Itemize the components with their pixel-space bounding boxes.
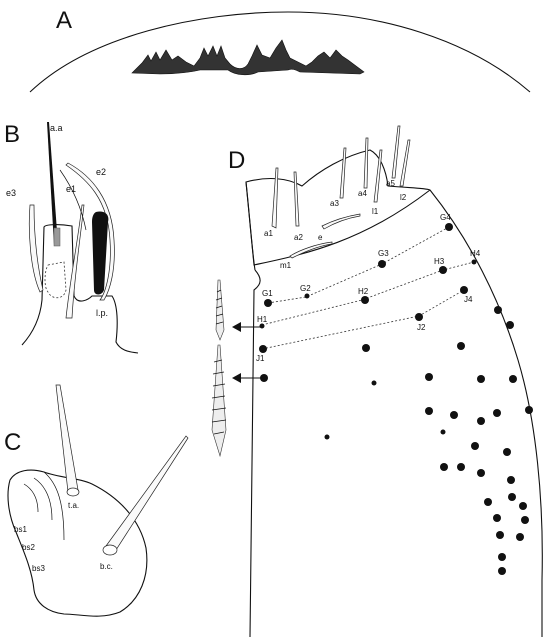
label-a4: a4 (358, 189, 367, 198)
label-J1: J1 (256, 354, 265, 363)
label-bs3: bs3 (32, 564, 45, 573)
serrate-seta-large-barbs (211, 359, 227, 435)
label-l2: l2 (400, 193, 407, 202)
seta-l2 (399, 139, 411, 187)
seta-m1 (289, 241, 333, 259)
panel-d: D a1 a2 a3 a4 a5 l1 l2 e m1 (211, 125, 543, 637)
label-J2: J2 (417, 323, 426, 332)
dot-j2 (415, 313, 423, 321)
label-e2: e2 (96, 167, 106, 177)
label-G4: G4 (440, 213, 451, 222)
label-l1: l1 (372, 207, 379, 216)
seta-e2b (59, 169, 87, 231)
label-e3: e3 (6, 188, 16, 198)
label-a2: a2 (294, 233, 303, 242)
seta-l1 (373, 149, 383, 203)
arrow-lower (232, 373, 262, 383)
label-m1: m1 (280, 261, 292, 270)
panel-b: B a.a e2 e1 e3 l.p. (4, 121, 139, 354)
seta-a-a (47, 122, 58, 245)
dot-j1 (259, 345, 267, 353)
labial-palp (92, 211, 109, 295)
label-H3: H3 (434, 257, 445, 266)
label-e1: e1 (66, 184, 76, 194)
label-J4: J4 (464, 295, 473, 304)
serrate-seta-small (215, 279, 225, 341)
labrum-outline (29, 11, 531, 93)
label-ta: t.a. (68, 501, 79, 510)
labral-teeth (131, 39, 365, 76)
dot-h2 (361, 296, 369, 304)
serrate-seta-small-barbs (215, 289, 224, 325)
seta-e3 (28, 204, 44, 293)
seta-a5 (391, 125, 401, 179)
label-G1: G1 (262, 289, 273, 298)
label-H4: H4 (470, 249, 481, 258)
seta-a-a-socket (53, 227, 61, 247)
clypeus-outline (245, 181, 431, 266)
dot-g1 (264, 299, 272, 307)
dot-j4 (460, 286, 468, 294)
dot-h1 (259, 323, 265, 329)
seta-a3 (339, 147, 347, 199)
label-a1: a1 (264, 229, 273, 238)
label-H1: H1 (257, 315, 268, 324)
label-H2: H2 (358, 287, 369, 296)
panel-a-letter: A (56, 7, 72, 34)
dashed-structure (44, 261, 67, 299)
seta-a1 (271, 167, 279, 229)
label-G3: G3 (378, 249, 389, 258)
serrate-seta-large (211, 344, 227, 458)
dot-h4 (471, 259, 477, 265)
seta-bs1 (23, 483, 39, 513)
label-G2: G2 (300, 284, 311, 293)
seta-e2 (65, 162, 115, 301)
panel-c: C bs1 bs2 bs3 t.a. b.c. (4, 384, 189, 617)
label-a5: a5 (386, 179, 395, 188)
dot-g3 (378, 260, 386, 268)
panel-d-letter: D (228, 147, 245, 174)
seta-b-c (105, 435, 189, 551)
label-a3: a3 (330, 199, 339, 208)
panel-c-letter: C (4, 429, 21, 456)
scattered-setae (324, 306, 533, 575)
seta-a2 (293, 171, 300, 227)
label-bc: b.c. (100, 562, 113, 571)
head-outline (245, 149, 543, 637)
seta-b-c-socket (102, 544, 118, 556)
dot-extra (260, 374, 268, 382)
seta-bs2 (33, 477, 53, 521)
label-bs2: bs2 (22, 543, 35, 552)
dot-h3 (439, 266, 447, 274)
mandible-outline (21, 224, 139, 354)
label-e: e (318, 233, 323, 242)
seta-e1 (65, 204, 85, 319)
seta-a4 (363, 137, 369, 189)
seta-bs3 (43, 471, 65, 541)
panel-a: A (29, 7, 531, 93)
label-bs1: bs1 (14, 525, 27, 534)
dot-g4 (445, 223, 453, 231)
arrow-h1 (232, 322, 262, 332)
label-lp: l.p. (96, 308, 108, 318)
h-row-line (261, 261, 475, 326)
dot-g2 (304, 293, 310, 299)
seta-e (321, 213, 361, 230)
panel-b-letter: B (4, 121, 20, 148)
seta-t-a-socket (66, 487, 80, 497)
antennal-segment-outline (7, 469, 148, 617)
clypeal-setae (271, 125, 411, 259)
head-left-edge (249, 269, 261, 637)
label-aa: a.a (50, 123, 63, 133)
